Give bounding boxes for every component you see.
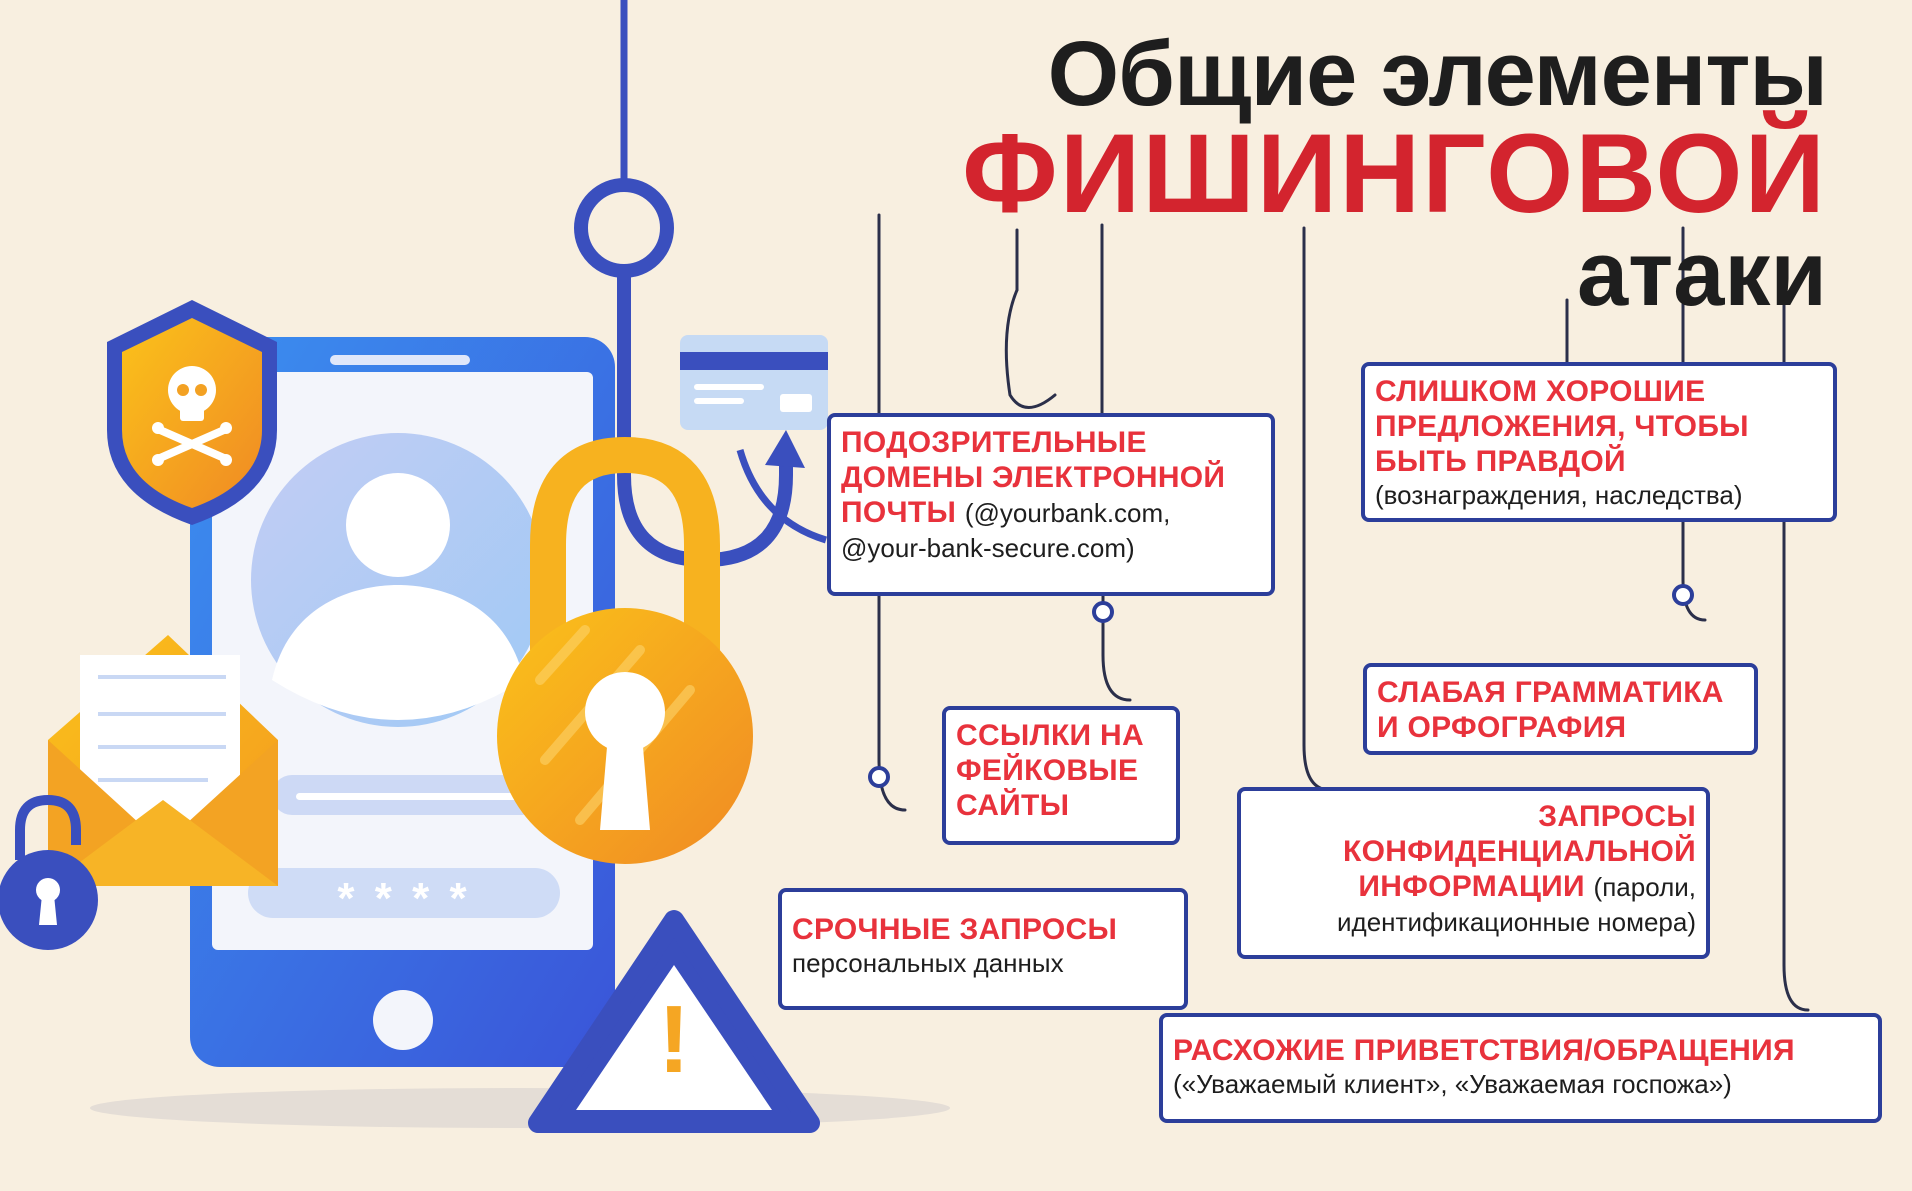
credit-card-icon — [680, 335, 828, 544]
element-detail: («Уважаемый клиент», «Уважаемая госпожа»… — [1173, 1069, 1732, 1099]
username-line — [296, 793, 518, 800]
element-heading: СЛИШКОМ ХОРОШИЕ ПРЕДЛОЖЕНИЯ, ЧТОБЫ БЫТЬ … — [1375, 375, 1749, 478]
element-heading: СРОЧНЫЕ ЗАПРОСЫ — [792, 913, 1118, 946]
warning-triangle-icon — [528, 910, 820, 1133]
password-field — [248, 868, 560, 918]
element-detail: (@yourbank.com, @your-bank-secure.com) — [841, 498, 1171, 563]
element-urgent-requests: СРОЧНЫЕ ЗАПРОСЫ персональных данных — [778, 888, 1188, 1010]
element-fake-links: ССЫЛКИ НА ФЕЙКОВЫЕ САЙТЫ — [942, 706, 1180, 845]
element-heading: РАСХОЖИЕ ПРИВЕТСТВИЯ/ОБРАЩЕНИЯ — [1173, 1034, 1795, 1067]
element-heading: ЗАПРОСЫ КОНФИДЕНЦИАЛЬНОЙ ИНФОРМАЦИИ — [1342, 800, 1696, 903]
open-padlock-icon — [0, 794, 98, 950]
title-line-2: ФИШИНГОВОЙ — [962, 111, 1827, 236]
element-confidential-requests: ЗАПРОСЫ КОНФИДЕНЦИАЛЬНОЙ ИНФОРМАЦИИ (пар… — [1237, 787, 1710, 959]
padlock-icon — [497, 436, 753, 864]
hook-rings — [868, 584, 1694, 788]
element-detail: (вознаграждения, наследства) — [1375, 480, 1743, 510]
shield-skull-icon — [107, 300, 277, 525]
element-too-good-offers: СЛИШКОМ ХОРОШИЕ ПРЕДЛОЖЕНИЯ, ЧТОБЫ БЫТЬ … — [1361, 362, 1837, 522]
title-line-3: атаки — [1577, 223, 1827, 325]
warning-exclamation: ! — [658, 986, 690, 1093]
element-poor-grammar: СЛАБАЯ ГРАММАТИКА И ОРФОГРАФИЯ — [1363, 663, 1758, 755]
title-line-1: Общие элементы — [1047, 23, 1828, 125]
element-heading: СЛАБАЯ ГРАММАТИКА И ОРФОГРАФИЯ — [1377, 676, 1724, 744]
element-detail: (пароли, идентификационные номера) — [1337, 872, 1696, 937]
password-mask: * * * * — [337, 874, 471, 923]
element-heading: ПОДОЗРИТЕЛЬНЫЕ ДОМЕНЫ ЭЛЕКТРОННОЙ ПОЧТЫ — [841, 426, 1226, 529]
element-suspicious-domains: ПОДОЗРИТЕЛЬНЫЕ ДОМЕНЫ ЭЛЕКТРОННОЙ ПОЧТЫ … — [827, 413, 1275, 596]
envelope-icon — [48, 635, 278, 886]
element-detail: персональных данных — [792, 948, 1064, 978]
user-avatar-icon — [251, 433, 545, 727]
ground-shadow — [90, 1088, 950, 1128]
element-generic-greetings: РАСХОЖИЕ ПРИВЕТСТВИЯ/ОБРАЩЕНИЯ («Уважаем… — [1159, 1013, 1882, 1123]
element-heading: ССЫЛКИ НА ФЕЙКОВЫЕ САЙТЫ — [956, 719, 1144, 822]
